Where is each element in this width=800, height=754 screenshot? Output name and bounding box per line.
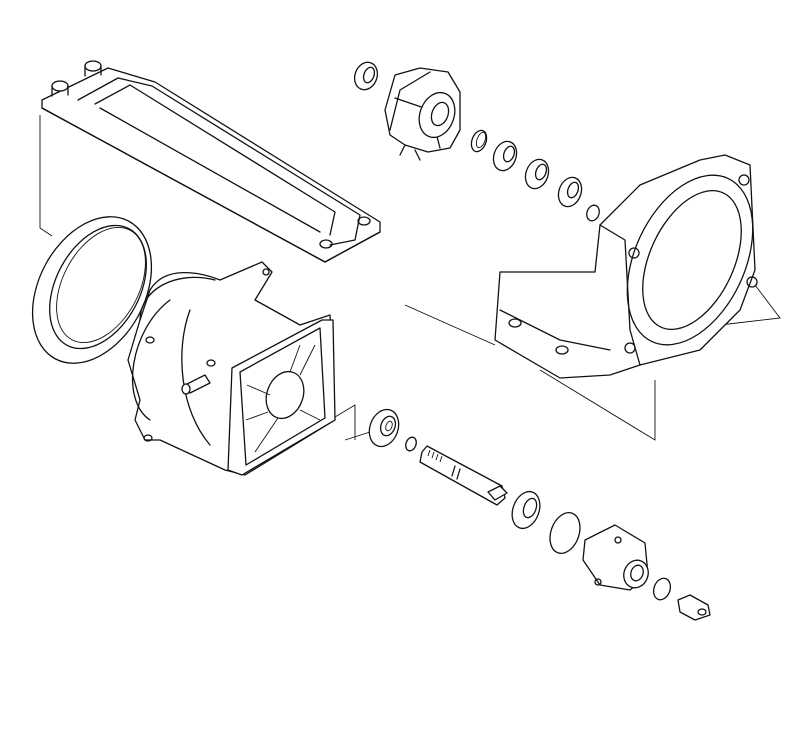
pump-housing — [494, 154, 758, 379]
bearing-3 — [557, 176, 583, 208]
cap-o-ring — [652, 577, 672, 601]
circlip — [470, 129, 488, 153]
pump-cap — [582, 524, 649, 591]
bearing-2 — [524, 158, 550, 190]
bushing — [586, 204, 600, 222]
wear-ring — [31, 216, 153, 364]
stator-housing — [127, 261, 336, 476]
leader-lines — [39, 115, 781, 441]
impeller-seal — [353, 61, 379, 91]
front-bearing — [368, 408, 400, 448]
large-o-ring — [549, 512, 581, 554]
ride-plate — [41, 60, 381, 263]
impeller — [384, 67, 461, 161]
drive-shaft — [419, 445, 508, 506]
bearing-1 — [492, 140, 518, 172]
small-o-ring — [405, 436, 417, 452]
drain-plug — [677, 594, 711, 621]
rear-bearing — [511, 490, 541, 530]
